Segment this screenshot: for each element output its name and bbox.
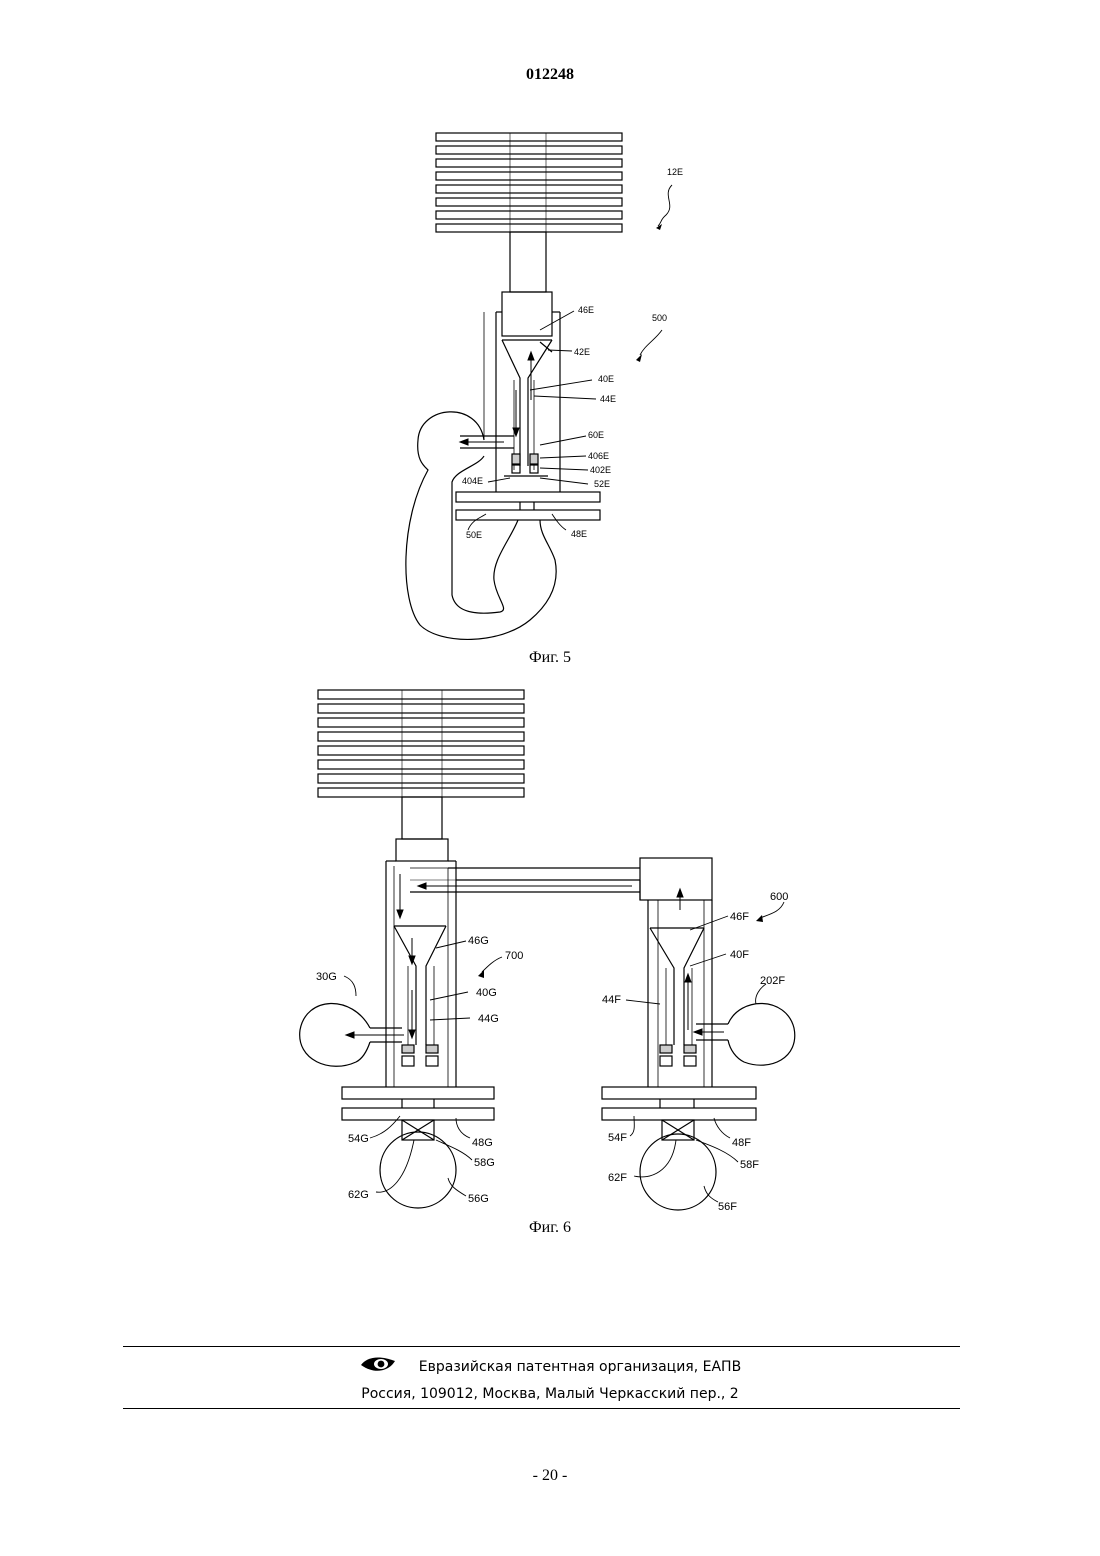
label-12E: 12E xyxy=(667,167,683,177)
figure-6-caption: Фиг. 6 xyxy=(0,1219,1100,1237)
label-30G: 30G xyxy=(316,971,337,983)
label-40E: 40E xyxy=(598,374,614,384)
label-406E: 406E xyxy=(588,451,609,461)
label-700: 700 xyxy=(505,950,523,962)
label-40F: 40F xyxy=(730,949,749,961)
label-44F: 44F xyxy=(602,994,621,1006)
organization-name: Евразийская патентная организация, ЕАПВ xyxy=(419,1359,741,1375)
label-62F: 62F xyxy=(608,1172,627,1184)
label-404E: 404E xyxy=(462,476,483,486)
label-500: 500 xyxy=(652,313,667,323)
label-50E: 50E xyxy=(466,530,482,540)
label-202F: 202F xyxy=(760,975,785,987)
label-40G: 40G xyxy=(476,987,497,999)
label-58G: 58G xyxy=(474,1157,495,1169)
label-402E: 402E xyxy=(590,465,611,475)
label-48E: 48E xyxy=(571,529,587,539)
label-46E: 46E xyxy=(578,305,594,315)
organization-address: Россия, 109012, Москва, Малый Черкасский… xyxy=(0,1386,1100,1402)
label-44E: 44E xyxy=(600,394,616,404)
document-number: 012248 xyxy=(0,66,1100,84)
figure-5-drawing: 12E 500 46E 42E 40E 44E 60E 406E 402E 40… xyxy=(380,120,740,650)
footer-top-rule xyxy=(123,1346,960,1347)
footer-organization-line: Евразийская патентная организация, ЕАПВ xyxy=(0,1355,1100,1379)
label-600: 600 xyxy=(770,891,788,903)
label-60E: 60E xyxy=(588,430,604,440)
label-54G: 54G xyxy=(348,1133,369,1145)
label-56G: 56G xyxy=(468,1193,489,1205)
page-number: - 20 - xyxy=(0,1467,1100,1485)
label-42E: 42E xyxy=(574,347,590,357)
label-62G: 62G xyxy=(348,1189,369,1201)
eapo-eye-logo-icon xyxy=(359,1355,397,1379)
label-48F: 48F xyxy=(732,1137,751,1149)
label-52E: 52E xyxy=(594,479,610,489)
label-46G: 46G xyxy=(468,935,489,947)
label-58F: 58F xyxy=(740,1159,759,1171)
label-54F: 54F xyxy=(608,1132,627,1144)
label-48G: 48G xyxy=(472,1137,493,1149)
figure-5-caption: Фиг. 5 xyxy=(0,649,1100,667)
figure-6-drawing: 600 700 46G 46F 40G 40F 44G 44F 30G 202F… xyxy=(290,680,810,1220)
label-44G: 44G xyxy=(478,1013,499,1025)
label-46F: 46F xyxy=(730,911,749,923)
footer-bottom-rule xyxy=(123,1408,960,1409)
label-56F: 56F xyxy=(718,1201,737,1213)
